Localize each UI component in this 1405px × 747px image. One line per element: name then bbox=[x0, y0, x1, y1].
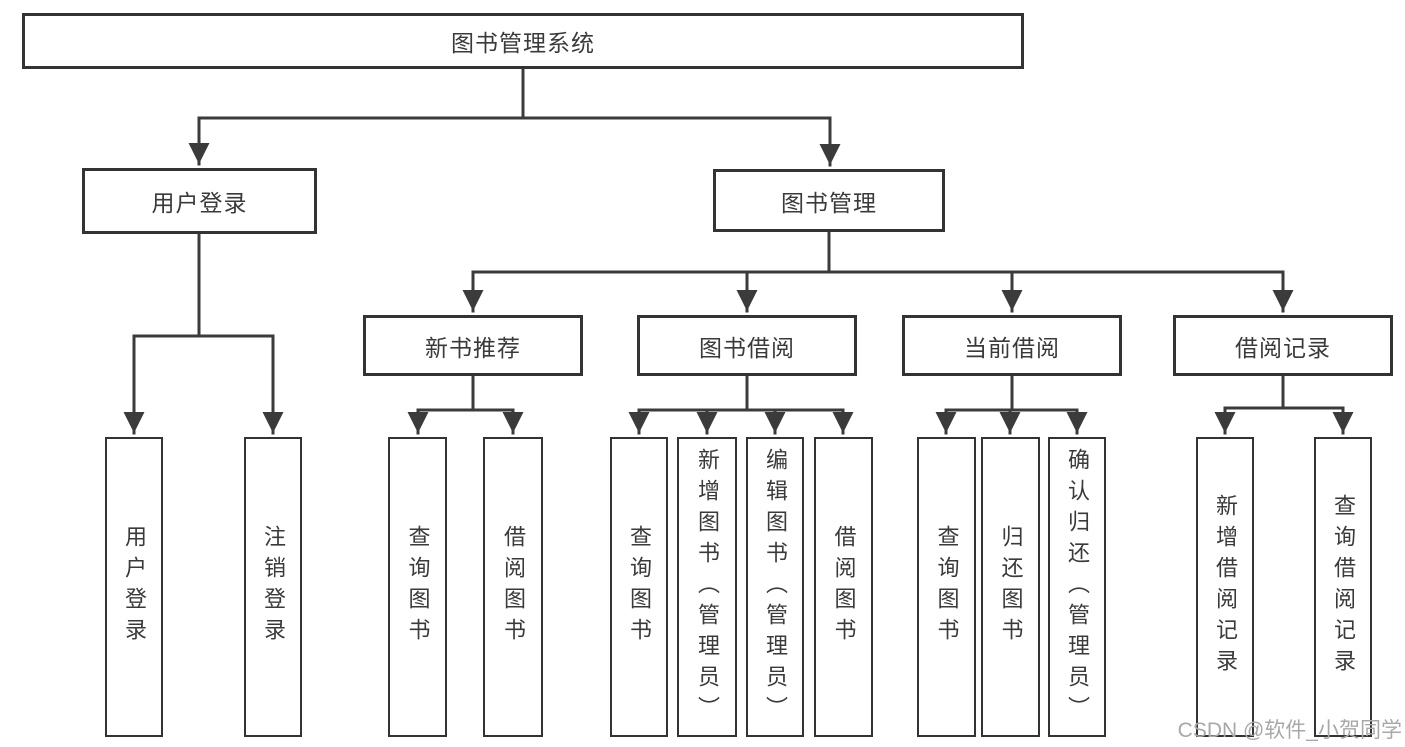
leaf-add-borrow-record: 新增借阅记录 bbox=[1196, 437, 1254, 737]
leaf-return-books: 归还图书 bbox=[981, 437, 1040, 737]
leaf-user-login: 用户登录 bbox=[105, 437, 163, 737]
leaf-query-borrow-record: 查询借阅记录 bbox=[1314, 437, 1372, 737]
leaf-confirm-return-admin: 确认归还（管理员） bbox=[1048, 437, 1106, 737]
leaf-borrow-books: 借阅图书 bbox=[814, 437, 873, 737]
csdn-watermark: CSDN @软件_小贺同学 bbox=[1177, 719, 1402, 742]
node-borrow-records: 借阅记录 bbox=[1173, 315, 1393, 376]
node-book-borrow: 图书借阅 bbox=[637, 315, 857, 376]
leaf-borrow-books-recommend: 借阅图书 bbox=[483, 437, 543, 737]
leaf-query-books-borrow: 查询图书 bbox=[610, 437, 668, 737]
node-book-management: 图书管理 bbox=[713, 169, 945, 232]
leaf-query-books-recommend: 查询图书 bbox=[388, 437, 447, 737]
node-user-login: 用户登录 bbox=[82, 168, 317, 234]
node-new-book-recommend: 新书推荐 bbox=[363, 315, 583, 376]
leaf-logout: 注销登录 bbox=[244, 437, 302, 737]
node-current-borrow: 当前借阅 bbox=[902, 315, 1122, 376]
leaf-edit-books-admin: 编辑图书（管理员） bbox=[746, 437, 804, 737]
leaf-query-books-current: 查询图书 bbox=[917, 437, 976, 737]
node-root-system: 图书管理系统 bbox=[22, 13, 1024, 69]
leaf-add-books-admin: 新增图书（管理员） bbox=[677, 437, 737, 737]
